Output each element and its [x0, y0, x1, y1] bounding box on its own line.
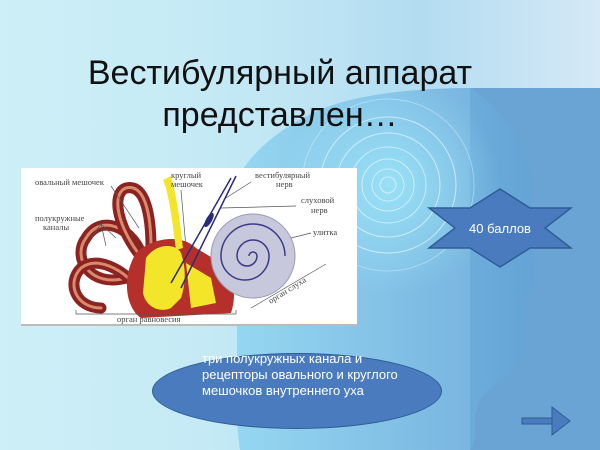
label-auditory-nerve-2: нерв: [311, 205, 328, 215]
label-round-sac-1: круглый: [171, 170, 202, 180]
inner-ear-illustration: [68, 175, 327, 318]
label-vestibular-nerve-2: нерв: [276, 179, 293, 189]
points-label: 40 баллов: [469, 220, 531, 236]
title-line-1: Вестибулярный аппарат: [87, 54, 473, 92]
label-semicircular-2: каналы: [43, 222, 70, 232]
inner-ear-diagram: овальный мешочек круглый мешочек вестибу…: [21, 168, 357, 326]
label-oval-sac: овальный мешочек: [35, 177, 104, 187]
answer-oval[interactable]: [152, 353, 442, 429]
star-shape: [427, 188, 573, 268]
next-slide-button[interactable]: [520, 405, 572, 437]
label-vestibular-nerve-1: вестибулярный: [255, 170, 311, 180]
label-balance-organ: орган равновесия: [117, 314, 181, 324]
label-cochlea: улитка: [313, 227, 338, 237]
title-line-2: представлен…: [162, 96, 398, 134]
label-round-sac-2: мешочек: [171, 179, 203, 189]
slide-title: Вестибулярный аппарат представлен…: [40, 52, 520, 136]
label-semicircular-1: полукружные: [35, 213, 85, 223]
label-auditory-nerve-1: слуховой: [301, 195, 335, 205]
right-arrow-icon: [521, 405, 571, 437]
points-badge[interactable]: 40 баллов: [427, 188, 573, 268]
answer-text: три полукружных канала и рецепторы оваль…: [202, 351, 398, 398]
